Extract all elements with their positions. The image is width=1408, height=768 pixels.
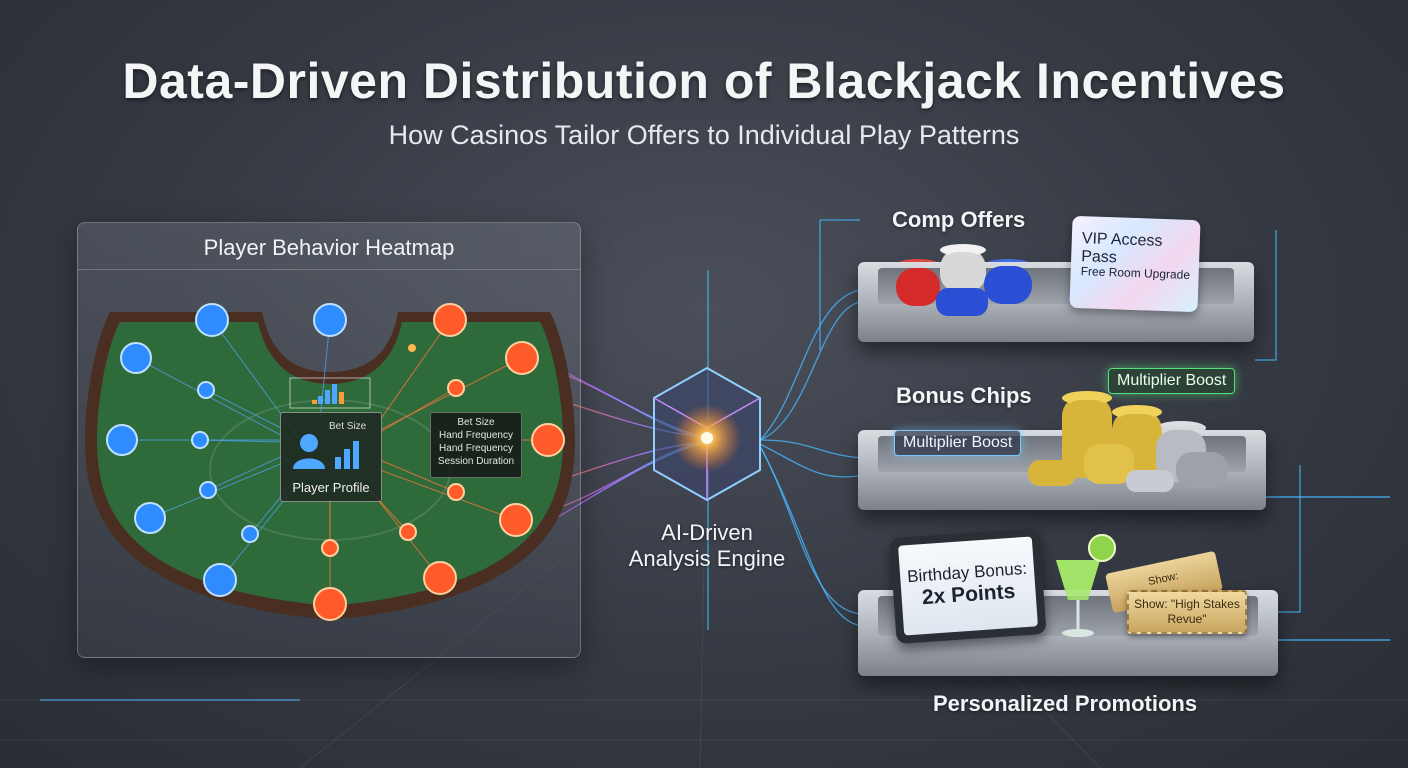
cold-player-nodes bbox=[106, 303, 347, 597]
engine-label-line1: AI-Driven bbox=[661, 520, 753, 545]
metric-item: Hand Frequency bbox=[439, 430, 513, 441]
page-subtitle: How Casinos Tailor Offers to Individual … bbox=[388, 120, 1020, 150]
comp-offers-label: Comp Offers bbox=[892, 207, 1026, 232]
metric-item: Bet Size bbox=[457, 417, 495, 428]
show-ticket: Show: "High Stakes Revue" bbox=[1127, 590, 1247, 634]
player-profile-card: Bet Size Player Profile bbox=[280, 412, 382, 502]
vip-card-subtitle: Free Room Upgrade bbox=[1080, 264, 1191, 282]
heatmap-title: Player Behavior Heatmap bbox=[78, 223, 580, 270]
profile-metric: Bet Size bbox=[329, 421, 367, 432]
ai-engine-cube bbox=[653, 366, 761, 502]
promotions-label: Personalized Promotions bbox=[933, 691, 1198, 716]
metric-item: Session Duration bbox=[437, 456, 515, 467]
page-title: Data-Driven Distribution of Blackjack In… bbox=[122, 53, 1286, 109]
metric-item: Hand Frequency bbox=[439, 443, 513, 454]
player-avatar-icon bbox=[293, 434, 359, 469]
vip-pass-card: VIP Access Pass Free Room Upgrade bbox=[1069, 215, 1201, 313]
multiplier-boost-badge-top: Multiplier Boost bbox=[1108, 368, 1236, 394]
bonus-chips-label: Bonus Chips bbox=[896, 383, 1032, 408]
player-profile-label: Player Profile bbox=[292, 480, 370, 495]
engine-label: AI-Driven Analysis Engine bbox=[600, 520, 814, 572]
tablet-device: Birthday Bonus: 2x Points bbox=[889, 527, 1047, 645]
ticket-line1: Show: "High Stakes bbox=[1134, 597, 1240, 611]
multiplier-boost-badge-left: Multiplier Boost bbox=[894, 430, 1022, 456]
engine-label-line2: Analysis Engine bbox=[628, 546, 786, 571]
hot-player-nodes bbox=[313, 303, 565, 621]
tablet-screen: Birthday Bonus: 2x Points bbox=[898, 536, 1038, 636]
ticket-line2: Revue" bbox=[1167, 612, 1207, 626]
metrics-card: Bet Size Hand Frequency Hand Frequency S… bbox=[430, 412, 522, 478]
